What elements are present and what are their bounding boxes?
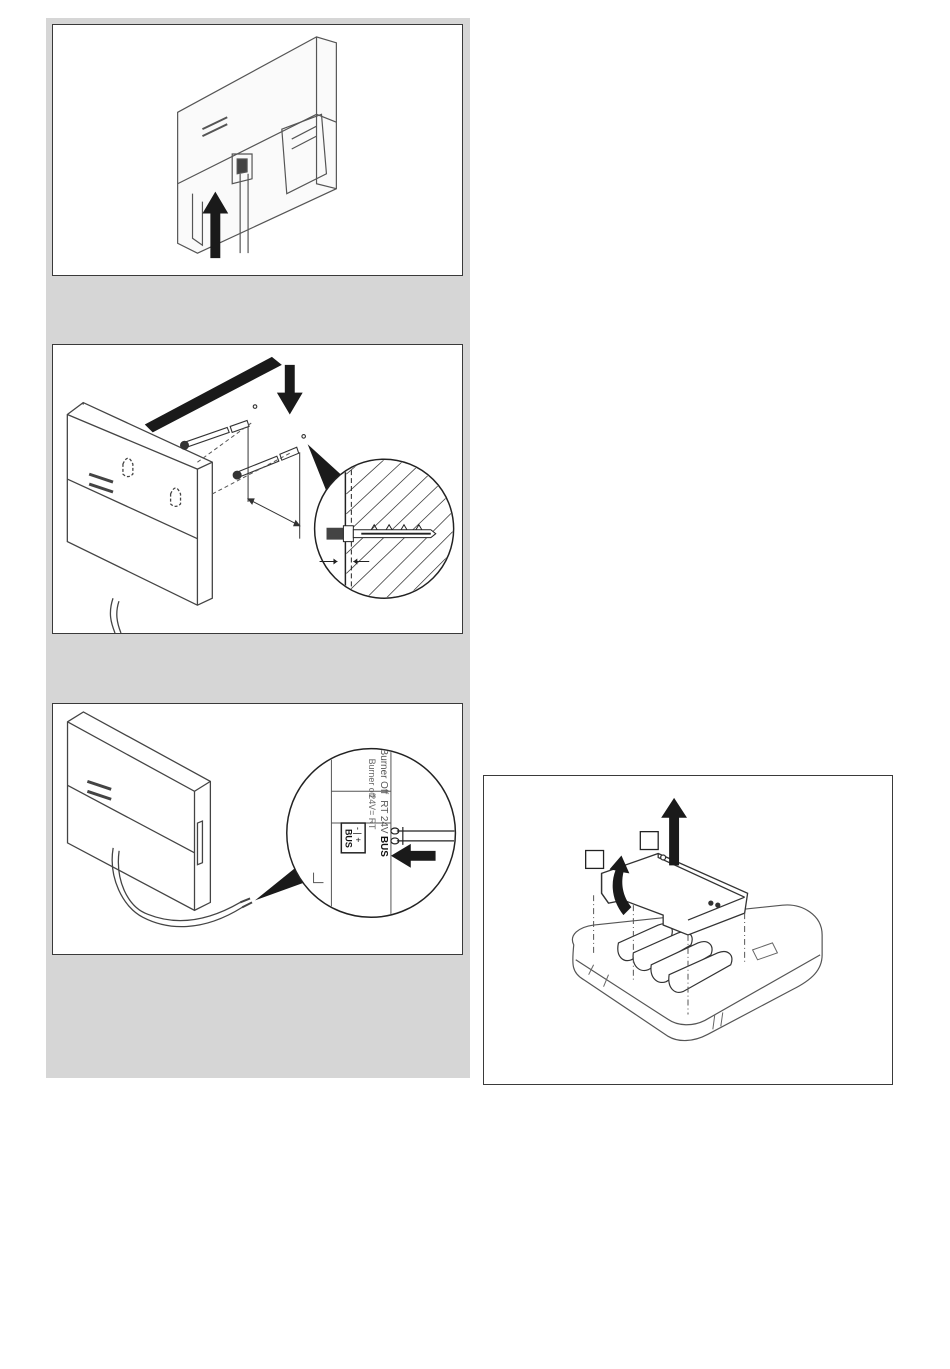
figure-bus-wiring: Burner Off RT 24V BUS Burner off 24V= RT… (52, 703, 463, 955)
illustration-wall-mounting (53, 345, 462, 633)
terminal-detail-callout: Burner Off RT 24V BUS Burner off 24V= RT… (287, 744, 461, 923)
illustration-cable-insertion (53, 25, 462, 275)
thermostat-side-view (68, 712, 253, 927)
bus-box-label: BUS (343, 829, 353, 848)
figure-battery-cover-removal (483, 775, 893, 1085)
step-box-2 (640, 832, 658, 850)
thermostat-front-view (67, 403, 212, 633)
illustration-bus-wiring: Burner Off RT 24V BUS Burner off 24V= RT… (53, 704, 462, 954)
figure-cable-insertion (52, 24, 463, 276)
illustration-battery-cover (484, 776, 892, 1084)
burner-off-small-label: Burner off (367, 759, 377, 798)
bus-top-label: BUS (378, 836, 389, 857)
detail-callout (308, 444, 462, 603)
rt24v-label: RT 24V (378, 800, 389, 834)
burner-off-label: Burner Off (378, 749, 389, 795)
minus-plus-label: - | + (353, 827, 363, 842)
figure-wall-mounting (52, 344, 463, 634)
wall-plate (145, 357, 282, 432)
step-box-1 (586, 851, 604, 869)
down-arrow-icon (277, 365, 303, 415)
24v-rt-label: 24V= RT (367, 794, 377, 830)
dimension-lines (248, 426, 300, 538)
